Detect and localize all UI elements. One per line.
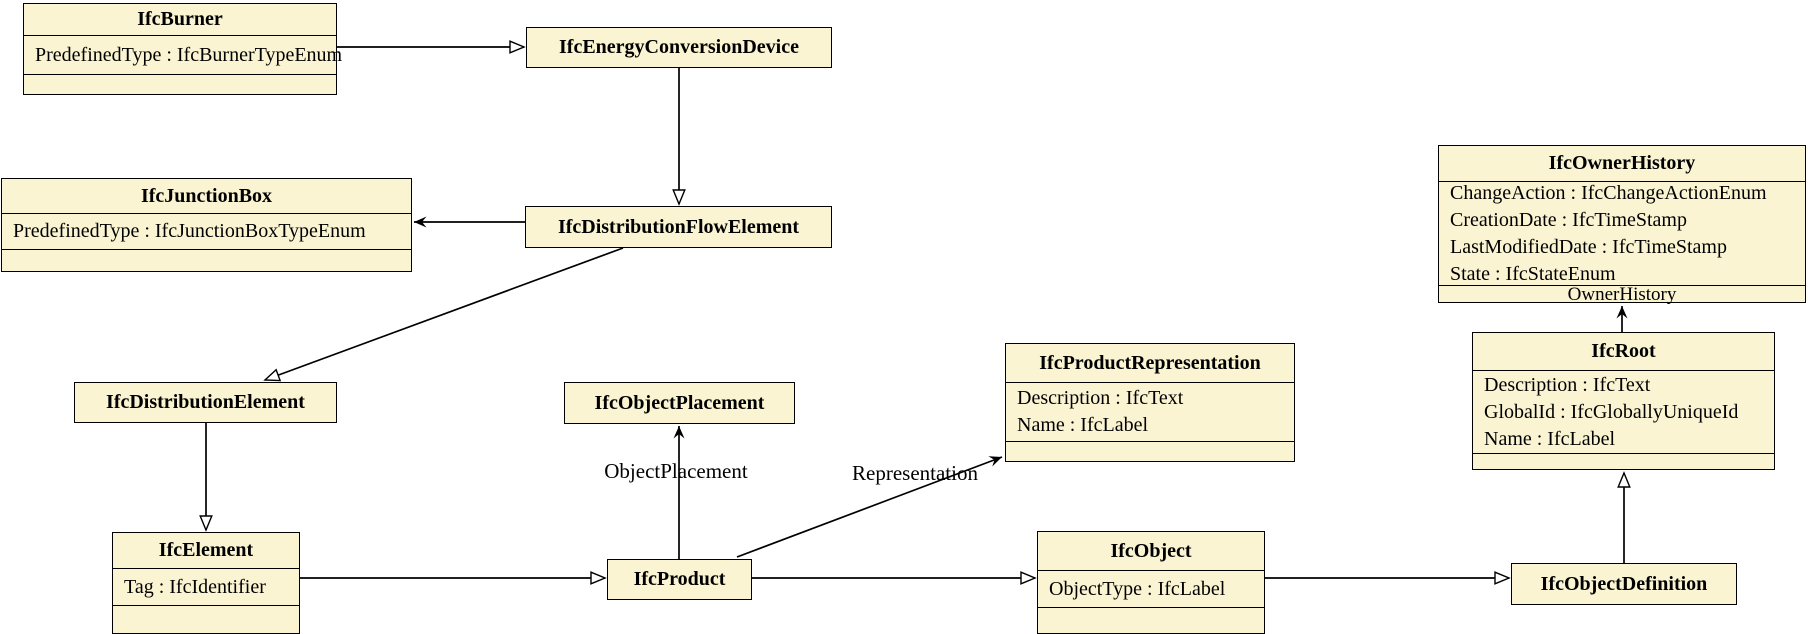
class-box-ifcobjectdefinition: IfcObjectDefinition	[1511, 563, 1737, 605]
class-attribute: Name : IfcLabel	[1017, 414, 1149, 436]
class-title: IfcOwnerHistory	[1548, 152, 1696, 174]
class-attribute: PredefinedType : IfcBurnerTypeEnum	[35, 43, 343, 66]
class-attribute: CreationDate : IfcTimeStamp	[1450, 208, 1687, 231]
class-title: IfcObjectPlacement	[594, 391, 765, 414]
class-box-ifcobject: IfcObject ObjectType : IfcLabel	[1037, 531, 1265, 634]
class-title: IfcProductRepresentation	[1039, 351, 1261, 374]
class-attributes: Description : IfcText Name : IfcLabel	[1006, 382, 1294, 441]
class-title: IfcProduct	[633, 568, 726, 590]
class-box-ifcdistributionflowelement: IfcDistributionFlowElement	[525, 206, 832, 248]
class-attributes: ChangeAction : IfcChangeActionEnum Creat…	[1439, 181, 1805, 285]
class-box-ifcownerhistory: IfcOwnerHistory ChangeAction : IfcChange…	[1438, 145, 1806, 304]
class-attribute: Description : IfcText	[1017, 387, 1184, 409]
class-attributes: ObjectType : IfcLabel	[1038, 570, 1264, 607]
class-box-ifcelement: IfcElement Tag : IfcIdentifier	[112, 532, 300, 634]
class-box-ifcobjectplacement: IfcObjectPlacement	[564, 382, 795, 424]
class-attributes: PredefinedType : IfcBurnerTypeEnum	[24, 35, 343, 74]
class-attributes: Description : IfcText GlobalId : IfcGlob…	[1473, 370, 1774, 453]
class-title: IfcObjectDefinition	[1540, 572, 1708, 595]
class-attribute: LastModifiedDate : IfcTimeStamp	[1450, 235, 1727, 258]
class-attribute: Name : IfcLabel	[1484, 427, 1616, 450]
edge-label-objectplacement: ObjectPlacement	[604, 459, 748, 483]
class-attributes: Tag : IfcIdentifier	[113, 568, 299, 605]
class-attributes: PredefinedType : IfcJunctionBoxTypeEnum	[2, 213, 411, 249]
class-attribute: GlobalId : IfcGloballyUniqueId	[1484, 400, 1739, 423]
class-box-ifcjunctionbox: IfcJunctionBox PredefinedType : IfcJunct…	[1, 178, 412, 272]
class-empty-compartment	[1006, 441, 1294, 461]
class-title: IfcDistributionFlowElement	[557, 215, 800, 238]
edge-label-representation: Representation	[852, 461, 978, 485]
class-bottom-label-ownerhistory: OwnerHistory	[1439, 285, 1805, 304]
class-empty-compartment	[1038, 607, 1264, 633]
class-box-ifcburner: IfcBurner PredefinedType : IfcBurnerType…	[23, 3, 343, 95]
class-attribute: PredefinedType : IfcJunctionBoxTypeEnum	[13, 220, 366, 242]
class-attribute: State : IfcStateEnum	[1450, 262, 1616, 285]
class-title: IfcBurner	[137, 8, 223, 30]
class-box-ifcproductrepresentation: IfcProductRepresentation Description : I…	[1005, 343, 1295, 462]
class-box-ifcproduct: IfcProduct	[607, 559, 752, 600]
class-empty-compartment	[113, 605, 299, 633]
class-attribute: ChangeAction : IfcChangeActionEnum	[1450, 181, 1767, 204]
class-box-ifcroot: IfcRoot Description : IfcText GlobalId :…	[1472, 332, 1775, 470]
class-empty-compartment	[24, 74, 336, 94]
class-attribute: Tag : IfcIdentifier	[124, 575, 266, 598]
class-title: IfcObject	[1110, 539, 1192, 562]
class-empty-compartment	[2, 249, 411, 271]
class-attribute: ObjectType : IfcLabel	[1049, 577, 1226, 600]
class-attribute: Description : IfcText	[1484, 373, 1651, 396]
class-box-ifcdistributionelement: IfcDistributionElement	[74, 382, 337, 423]
class-title: IfcEnergyConversionDevice	[559, 36, 799, 58]
class-title: IfcDistributionElement	[106, 391, 305, 413]
class-title: IfcElement	[158, 539, 254, 561]
class-box-ifcenergyconversiondevice: IfcEnergyConversionDevice	[526, 27, 832, 68]
class-title: IfcRoot	[1591, 340, 1656, 362]
class-empty-compartment	[1473, 453, 1774, 469]
class-title: IfcJunctionBox	[140, 184, 273, 207]
